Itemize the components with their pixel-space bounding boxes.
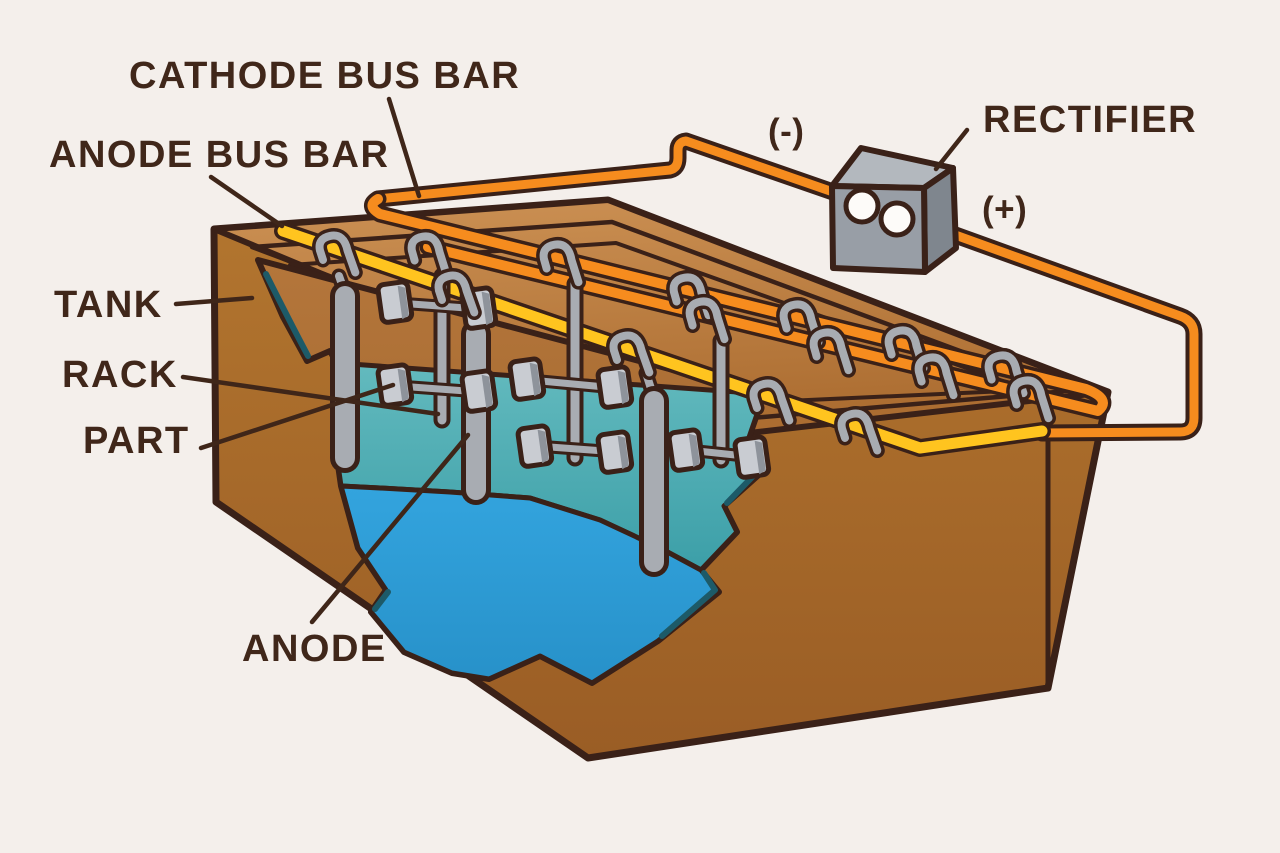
plated-part [517, 425, 552, 467]
negative-wire [369, 132, 842, 208]
leader-cathode-bus-bar [386, 96, 422, 199]
plating-rack [668, 332, 769, 478]
positive-wire [938, 223, 1203, 442]
label-rack: RACK [62, 354, 178, 396]
plated-part [734, 436, 769, 478]
leader-anode-bus-bar [208, 174, 285, 229]
label-negative-terminal: (-) [768, 112, 805, 151]
leader-rectifier [933, 127, 970, 172]
label-positive-terminal: (+) [982, 190, 1028, 229]
plated-part [461, 370, 496, 412]
label-rectifier: RECTIFIER [983, 99, 1198, 141]
plated-part [597, 366, 632, 408]
anode-rod [638, 365, 669, 577]
plated-part [377, 281, 412, 323]
leader-tank [173, 295, 255, 307]
rectifier-box [829, 145, 959, 275]
leader-part [198, 382, 396, 451]
label-part: PART [83, 420, 190, 462]
rectifier-port-icon [843, 187, 881, 225]
plated-part [509, 358, 544, 400]
anode-rod [330, 268, 360, 473]
label-cathode-bus-bar: CATHODE BUS BAR [129, 55, 521, 97]
leader-anode [309, 432, 471, 625]
plated-part [668, 429, 703, 471]
cathode-bus-bars [364, 190, 1112, 420]
plating-rack [509, 275, 632, 473]
label-anode-bus-bar: ANODE BUS BAR [49, 134, 390, 176]
label-anode: ANODE [242, 628, 387, 670]
leader-rack [180, 374, 441, 417]
label-tank: TANK [54, 284, 163, 326]
plated-part [597, 431, 632, 473]
rectifier-port-icon [878, 200, 916, 238]
leader-lines [173, 96, 970, 625]
